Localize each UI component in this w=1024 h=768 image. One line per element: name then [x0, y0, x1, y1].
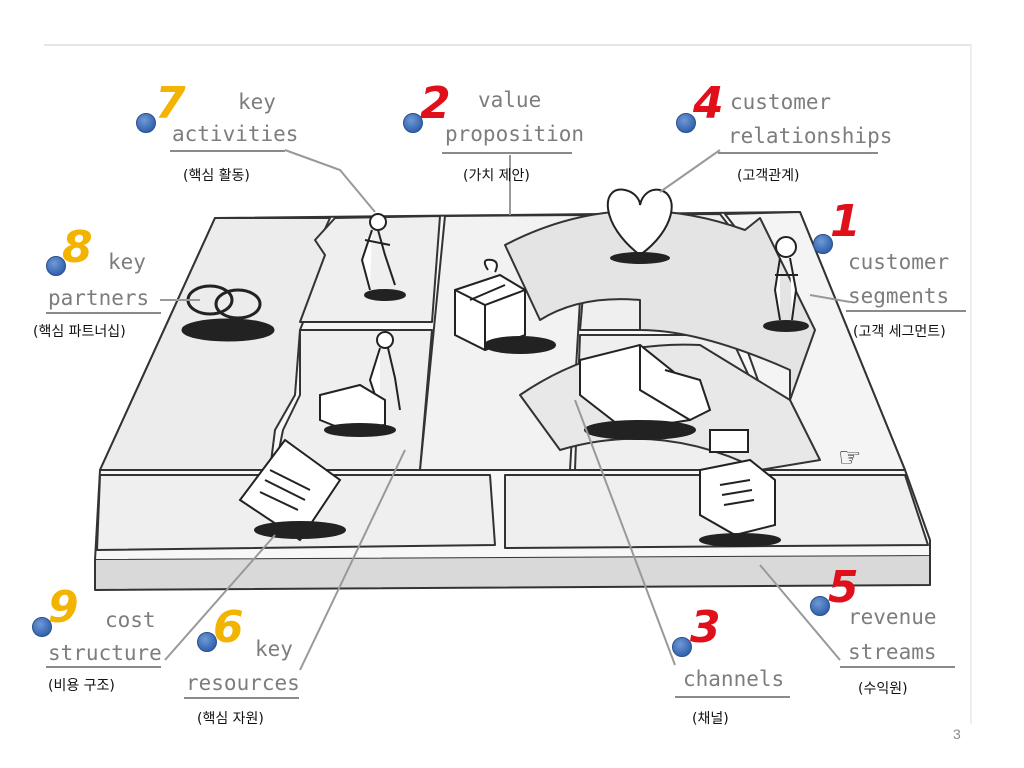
leader-revenue-streams [759, 564, 841, 661]
revenue-streams-label-line1: revenue [848, 605, 937, 629]
delivery-truck-icon [579, 343, 712, 440]
key-activities-dot [136, 113, 156, 133]
cost-structure-number: 9 [48, 582, 79, 633]
slide-top-rule [44, 44, 972, 46]
leader-key-resources [299, 449, 406, 671]
customer-segments-korean: (고객 세그먼트) [853, 324, 946, 340]
cost-structure-underline [46, 666, 161, 668]
channels-number: 3 [690, 602, 721, 653]
customer-segments-number: 1 [830, 196, 861, 247]
operator-figure-icon [319, 331, 401, 437]
value-proposition-number: 2 [420, 78, 451, 129]
customer-figure-icon [763, 236, 809, 332]
customer-relationships-label-line2: relationships [728, 124, 893, 148]
customer-relationships-label-line1: customer [730, 90, 832, 114]
key-resources-dot [197, 632, 217, 652]
key-resources-number: 6 [213, 602, 244, 653]
board-edge [94, 556, 931, 591]
gift-box-icon [454, 258, 556, 354]
cost-structure-label-line2: structure [48, 641, 162, 665]
cost-structure-korean: (비용 구조) [48, 678, 115, 694]
leader-channels [574, 399, 676, 666]
revenue-streams-korean: (수익원) [858, 681, 908, 697]
customer-relationships-number: 4 [693, 78, 724, 129]
key-partners-label-line1: key [108, 250, 146, 274]
key-partners-underline [46, 312, 161, 314]
leader-customer-segments [809, 294, 851, 303]
revenue-streams-label-line2: streams [848, 640, 937, 664]
key-resources-label-line1: key [255, 637, 293, 661]
leader-key-activities [284, 149, 376, 213]
value-proposition-korean: (가치 제안) [463, 168, 530, 184]
key-resources-korean: (핵심 자원) [197, 711, 264, 727]
slide-right-rule [970, 44, 972, 724]
pointing-hand-icon: ☞ [838, 443, 861, 473]
key-partners-number: 8 [62, 222, 93, 273]
key-resources-underline [184, 697, 299, 699]
key-activities-underline [170, 150, 285, 152]
heart-shadow [610, 252, 670, 264]
revenue-streams-number: 5 [828, 562, 859, 613]
worker-figure-icon [360, 213, 406, 301]
customer-relationships-dot [676, 113, 696, 133]
key-activities-korean: (핵심 활동) [183, 168, 250, 184]
channels-label-line1: channels [683, 667, 785, 691]
leader-customer-relationships [659, 149, 721, 193]
cash-register-icon [699, 429, 781, 547]
channels-korean: (채널) [692, 711, 729, 727]
revenue-streams-underline [840, 666, 955, 668]
key-partners-label-line2: partners [48, 286, 150, 310]
channels-dot [672, 637, 692, 657]
value-proposition-dot [403, 113, 423, 133]
channels-underline [675, 696, 790, 698]
value-proposition-label-line2: proposition [445, 122, 585, 146]
key-activities-label-line1: key [238, 90, 276, 114]
key-activities-label-line2: activities [172, 122, 299, 146]
customer-relationships-korean: (고객관계) [737, 168, 800, 184]
key-activities-number: 7 [155, 78, 186, 129]
value-proposition-underline [442, 152, 572, 154]
revenue-streams-dot [810, 596, 830, 616]
value-proposition-label-line1: value [478, 88, 542, 112]
key-resources-label-line2: resources [186, 671, 300, 695]
customer-relationships-underline [718, 152, 878, 154]
leader-cost-structure [164, 534, 276, 661]
customer-segments-dot [813, 234, 833, 254]
customer-segments-label-line1: customer [848, 250, 950, 274]
customer-segments-underline [846, 310, 966, 312]
heart-icon [606, 188, 673, 257]
key-partners-korean: (핵심 파트너십) [33, 324, 126, 340]
cost-structure-label-line1: cost [105, 608, 156, 632]
key-partners-dot [46, 256, 66, 276]
customer-segments-label-line2: segments [848, 284, 950, 308]
page-number: 3 [953, 726, 961, 742]
cost-structure-dot [32, 617, 52, 637]
document-icon [238, 438, 346, 542]
